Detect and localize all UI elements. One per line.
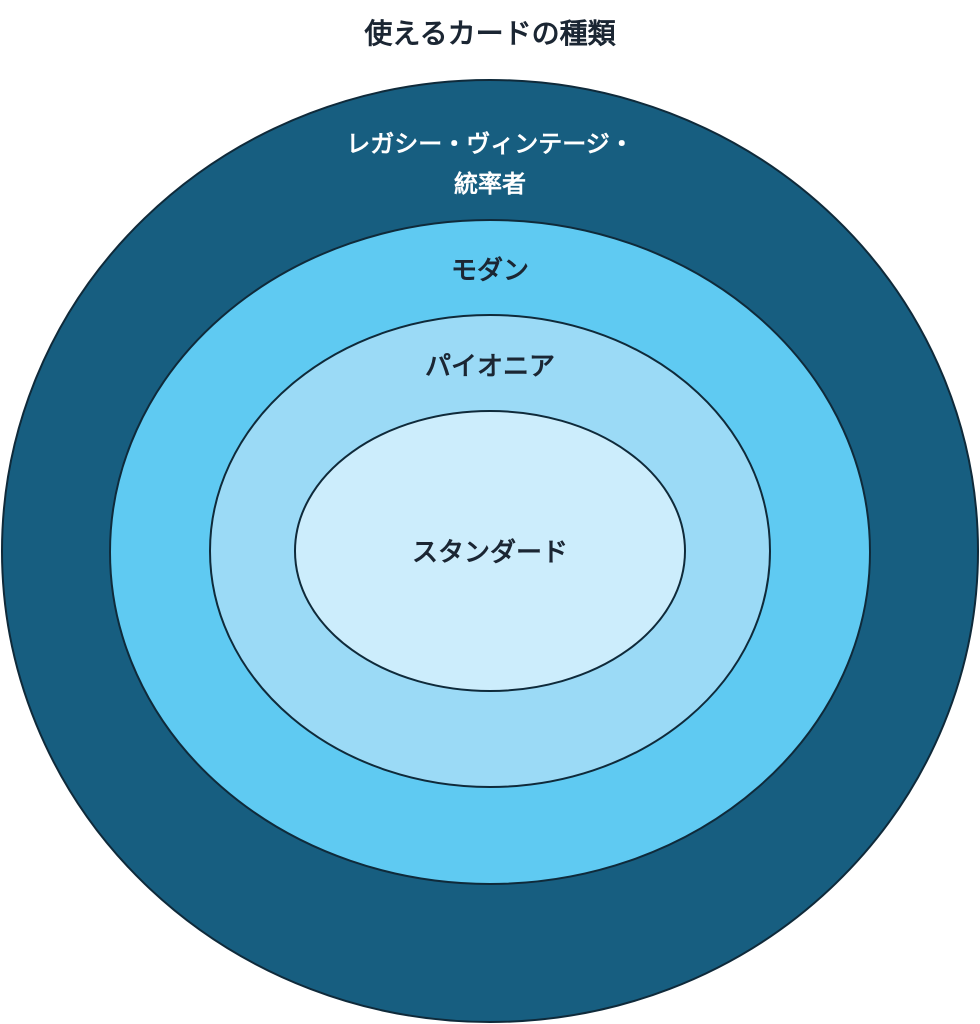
ring-label-pioneer: パイオニア — [424, 352, 555, 382]
ring-label-standard: スタンダード — [411, 538, 568, 568]
ring-standard — [294, 410, 686, 692]
ring-label-line1: レガシー・ヴィンテージ・ — [346, 130, 634, 158]
ring-label-line2: 統率者 — [454, 170, 526, 198]
diagram-title: 使えるカードの種類 — [364, 17, 616, 50]
ring-label-legacy-vintage-commander: レガシー・ヴィンテージ・ 統率者 — [0, 124, 980, 204]
ring-label-modern: モダン — [450, 256, 529, 286]
